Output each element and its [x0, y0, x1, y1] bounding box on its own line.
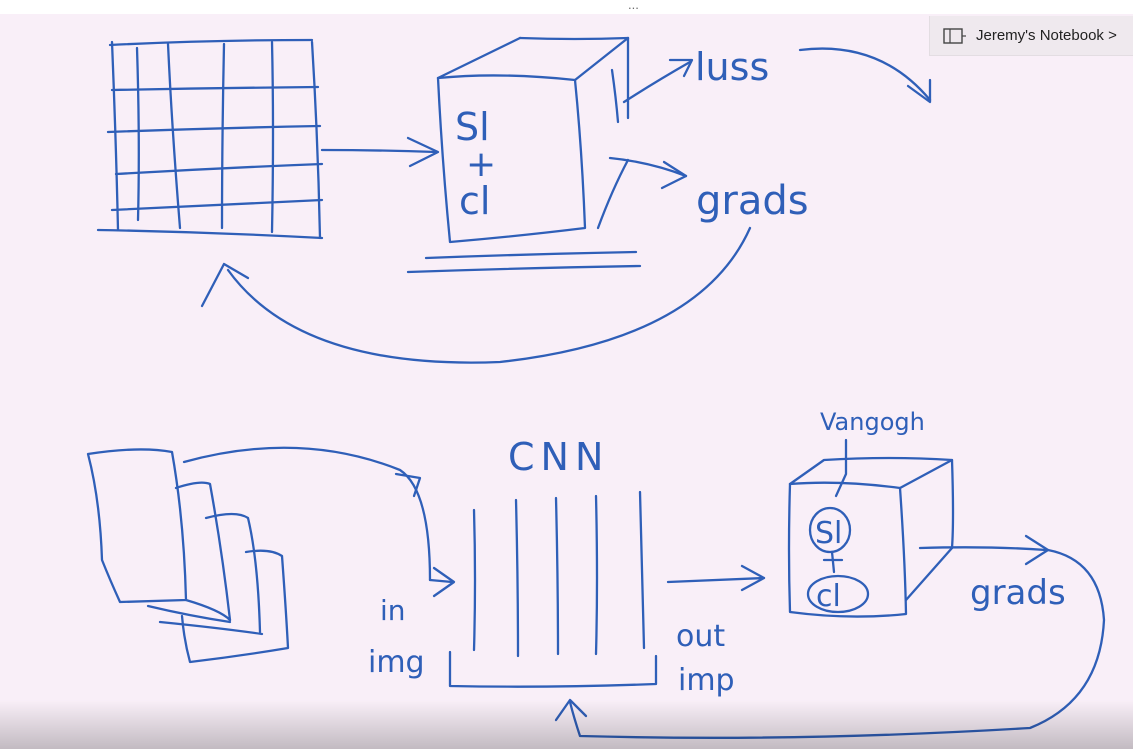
arrow-loss-out: [798, 47, 932, 102]
arrowhead-cnn-to-model: [740, 564, 766, 592]
arrow-to-grads-bottom: [918, 546, 1048, 552]
arrowhead-images-to-cnn: [432, 566, 456, 598]
arrowhead-loss-out: [906, 78, 932, 104]
input-grid: [96, 38, 324, 240]
top-bar: ...: [0, 0, 1133, 14]
imp-label: imp: [678, 663, 735, 698]
sl-bottom: Sl: [815, 516, 842, 551]
plus-top: +: [466, 144, 496, 185]
sl-top: Sl: [455, 105, 490, 149]
arrowhead-return-top: [200, 262, 250, 308]
plus-bottom: [822, 550, 844, 574]
vangogh-label: Vangogh: [820, 408, 925, 436]
image-stack: [86, 448, 290, 664]
grads-bottom-label: grads: [970, 573, 1066, 613]
arrow-images-to-cnn: [182, 446, 432, 582]
arrow-grid-to-model: [320, 148, 438, 154]
arrowhead-to-loss: [668, 58, 694, 78]
cnn-label: CNN: [508, 435, 609, 479]
model-cube: [406, 36, 642, 274]
grads-return-loop: [568, 548, 1106, 739]
arrowhead-top-curve: [394, 472, 422, 498]
notebook-button[interactable]: Jeremy's Notebook >: [929, 16, 1133, 56]
arrow-to-loss: [622, 60, 692, 104]
arrowhead-grid-to-model: [406, 136, 440, 168]
notebook-icon: [943, 27, 966, 44]
cl-top: cl: [459, 179, 490, 223]
arrowhead-to-grads: [660, 160, 688, 190]
img-label: img: [368, 645, 425, 680]
arrow-cnn-to-model: [666, 576, 766, 584]
vgg-cube: [787, 456, 955, 618]
arrow-to-grads: [608, 156, 688, 178]
sl-circle: [808, 506, 852, 554]
in-label: in: [380, 594, 406, 627]
cl-bottom: cl: [816, 579, 841, 614]
cnn-layers: [448, 490, 658, 688]
top-dots[interactable]: ...: [628, 0, 639, 12]
cl-circle: [806, 574, 870, 614]
arrowhead-return-bottom: [554, 698, 588, 722]
grads-top-label: grads: [696, 178, 809, 224]
loss-label: luss: [695, 45, 769, 89]
notebook-label: Jeremy's Notebook >: [976, 27, 1117, 44]
arrow-in-tail: [428, 578, 454, 584]
out-label: out: [676, 619, 725, 654]
grads-return-curve: [226, 226, 752, 364]
vangogh-pointer: [834, 438, 848, 498]
